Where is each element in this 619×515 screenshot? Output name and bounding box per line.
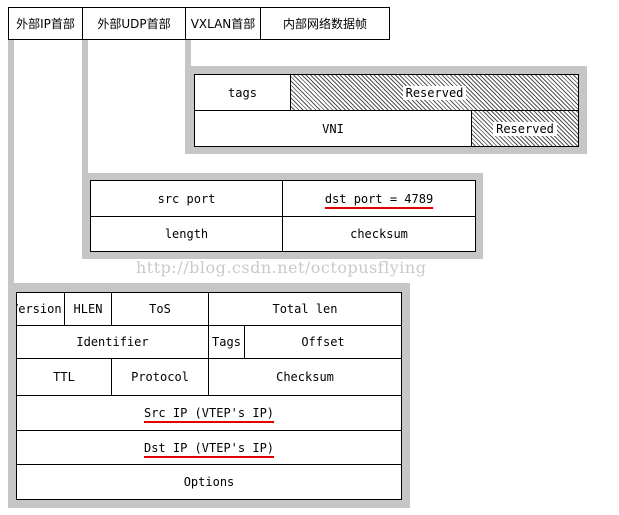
ip-protocol-field: Protocol bbox=[111, 358, 209, 396]
vxlan-reserved-bottom-field: Reserved bbox=[471, 110, 579, 147]
header-outer-udp: 外部UDP首部 bbox=[82, 7, 186, 40]
vxlan-vni-field: VNI bbox=[194, 110, 472, 147]
connector-udp bbox=[82, 39, 88, 175]
ip-tags-field: Tags bbox=[208, 325, 245, 359]
ip-dst-ip-field: Dst IP (VTEP's IP) bbox=[16, 430, 402, 465]
connector-ip bbox=[8, 39, 14, 285]
udp-src-port-field: src port bbox=[90, 180, 283, 217]
connector-vxlan bbox=[185, 39, 191, 69]
ip-identifier-field: Identifier bbox=[16, 325, 209, 359]
ip-version-field: Version bbox=[16, 292, 65, 326]
ip-total-len-field: Total len bbox=[208, 292, 402, 326]
watermark-text: http://blog.csdn.net/octopusflying bbox=[136, 258, 427, 277]
ip-src-ip-field: Src IP (VTEP's IP) bbox=[16, 395, 402, 431]
ip-src-ip-label: Src IP (VTEP's IP) bbox=[143, 406, 275, 420]
vxlan-reserved-top-label: Reserved bbox=[402, 85, 467, 100]
ip-offset-field: Offset bbox=[244, 325, 402, 359]
udp-checksum-field: checksum bbox=[282, 216, 476, 252]
vxlan-tags-field: tags bbox=[194, 74, 291, 111]
ip-dst-ip-label: Dst IP (VTEP's IP) bbox=[143, 440, 275, 455]
ip-tos-field: ToS bbox=[111, 292, 209, 326]
udp-length-field: length bbox=[90, 216, 283, 252]
ip-options-field: Options bbox=[16, 464, 402, 500]
udp-dst-port-field: dst port = 4789 bbox=[282, 180, 476, 217]
header-outer-ip: 外部IP首部 bbox=[8, 7, 83, 40]
ip-hlen-field: HLEN bbox=[64, 292, 112, 326]
vxlan-reserved-bottom-label: Reserved bbox=[493, 121, 557, 136]
ip-checksum-field: Checksum bbox=[208, 358, 402, 396]
header-vxlan: VXLAN首部 bbox=[185, 7, 261, 40]
vxlan-reserved-top-field: Reserved bbox=[290, 74, 579, 111]
header-inner-frame: 内部网络数据帧 bbox=[260, 7, 390, 40]
udp-dst-port-label: dst port = 4789 bbox=[324, 191, 434, 206]
ip-ttl-field: TTL bbox=[16, 358, 112, 396]
